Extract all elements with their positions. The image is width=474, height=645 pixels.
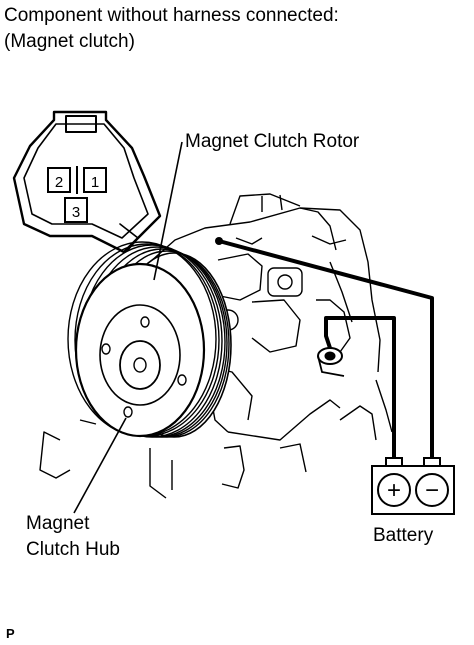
- connector-pin-2: 2: [47, 167, 71, 193]
- wire-negative: [218, 239, 434, 458]
- figure-code: P: [6, 626, 15, 641]
- hub-bolt: [101, 343, 111, 355]
- pin-1-label: 1: [91, 174, 99, 191]
- battery-label: Battery: [373, 525, 434, 546]
- battery-plus-circle: [377, 473, 411, 507]
- wire-positive: [324, 316, 396, 458]
- connector-housing-outer: [12, 110, 162, 254]
- pin-3-label: 3: [72, 204, 80, 221]
- connector-probe: [215, 237, 223, 245]
- connector-drawing: [12, 110, 162, 254]
- connector-pin-1: 1: [83, 167, 107, 193]
- battery-wires: [218, 239, 434, 458]
- battery-minus-circle: [415, 473, 449, 507]
- battery-post-negative: [423, 457, 441, 467]
- hub-outer-ring: [99, 304, 181, 406]
- battery-post-positive: [385, 457, 403, 467]
- magnet-clutch-rotor-label: Magnet Clutch Rotor: [185, 131, 360, 152]
- title-line-2: (Magnet clutch): [4, 31, 135, 52]
- connector-housing-inner: [23, 123, 149, 239]
- battery-minus-sign: −: [425, 477, 439, 504]
- clutch-pulley: [67, 241, 232, 438]
- title-line-1: Component without harness connected:: [4, 5, 339, 26]
- connector-pin-3: 3: [64, 197, 88, 223]
- clip-terminal: [317, 347, 345, 377]
- battery-icon: [371, 457, 455, 515]
- hub-bolt: [123, 406, 133, 418]
- battery-plus-sign: +: [387, 477, 401, 504]
- magnet-clutch-hub-label-line-2: Clutch Hub: [26, 539, 120, 560]
- magnet-clutch-hub-label-line-1: Magnet: [26, 513, 90, 534]
- hub-leader-line: [73, 417, 127, 514]
- hub-bolt: [177, 374, 187, 386]
- hub-center: [119, 340, 161, 390]
- pin-2-label: 2: [55, 174, 63, 191]
- rotor-leader-line: [153, 141, 183, 281]
- hub-bolt: [140, 316, 150, 328]
- connector-latch: [65, 115, 97, 133]
